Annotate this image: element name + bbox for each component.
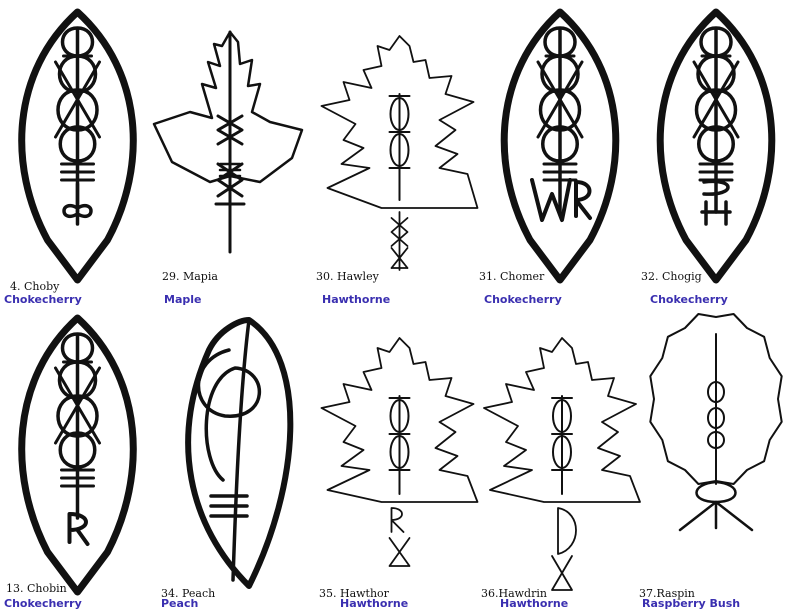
- plant-name: Chokecherry: [4, 293, 82, 306]
- root-stroke: [678, 500, 754, 532]
- cross-stroke: [536, 60, 584, 139]
- leaf-outline: [152, 30, 304, 184]
- leaf-outline: [320, 35, 479, 209]
- plant-name: Hawthorne: [340, 597, 408, 610]
- bead-loop: [552, 435, 572, 469]
- figure-label: 37.Raspin: [639, 587, 695, 600]
- figure-label: 36.Hawdrin: [481, 587, 547, 600]
- bead-loop: [389, 435, 410, 469]
- plant-name: Raspberry Bush: [642, 597, 740, 610]
- leaf-figure-9: [483, 337, 641, 591]
- leaf-figure-5: [656, 8, 776, 284]
- leaf-figure-10: [649, 313, 783, 532]
- spiral-stroke: [196, 348, 261, 482]
- leaf-outline: [500, 8, 620, 284]
- rune-r: [390, 507, 405, 533]
- leaf-outline: [18, 314, 137, 596]
- bead-loop: [707, 381, 725, 403]
- diamond-stroke: [216, 114, 244, 146]
- bead-loop: [389, 133, 410, 167]
- plant-name: Chokecherry: [650, 293, 728, 306]
- leaf-outline: [656, 8, 776, 284]
- bead-loop: [707, 431, 725, 449]
- plant-name: Hawthorne: [500, 597, 568, 610]
- plant-name: Chokecherry: [484, 293, 562, 306]
- leaf-outline: [483, 337, 641, 503]
- loop-stroke: [62, 204, 93, 218]
- leaf-outline: [185, 317, 294, 589]
- leaf-figure-8: [320, 337, 479, 567]
- figure-label: 34. Peach: [161, 587, 215, 600]
- plant-name: Peach: [161, 597, 198, 610]
- bead-loop: [707, 407, 725, 429]
- plant-name: Chokecherry: [4, 597, 82, 610]
- leaf-figure-4: [500, 8, 620, 284]
- bead-loop: [389, 399, 410, 433]
- leaf-outline: [18, 8, 137, 284]
- leaf-figure-2: [152, 30, 304, 254]
- bead-loop: [552, 399, 572, 433]
- figure-label: 30. Hawley: [316, 270, 380, 283]
- figure-label: 13. Chobin: [6, 582, 67, 595]
- rune-w: [530, 178, 572, 222]
- figure-label: 32. Chogig: [641, 270, 702, 283]
- cross-stroke: [54, 366, 101, 445]
- rune-r: [67, 512, 90, 546]
- figure-label: 31. Chomer: [479, 270, 545, 283]
- cross-stroke: [692, 60, 740, 139]
- leaf-figure-1: [18, 8, 137, 284]
- leaf-figure-3: [320, 35, 479, 271]
- rune-h: [700, 200, 732, 226]
- rune-d: [557, 507, 577, 555]
- figure-label: 4. Choby: [10, 280, 60, 293]
- leaf-figure-7: [185, 317, 294, 589]
- bead-loop: [389, 97, 410, 131]
- hourglass-stroke: [390, 217, 409, 247]
- plant-name: Maple: [164, 293, 201, 306]
- hourglass-stroke: [388, 537, 411, 567]
- hourglass-stroke: [390, 247, 409, 269]
- figure-label: 29. Mapia: [162, 270, 218, 283]
- hourglass-stroke: [551, 555, 573, 591]
- plant-name: Hawthorne: [322, 293, 390, 306]
- leaf-outline: [320, 337, 479, 503]
- leaf-figure-6: [18, 314, 137, 596]
- coil-stroke: [702, 179, 730, 196]
- figure-label: 35. Hawthor: [319, 587, 390, 600]
- midrib: [231, 318, 251, 582]
- rune-r: [574, 180, 592, 220]
- cross-stroke: [54, 60, 101, 139]
